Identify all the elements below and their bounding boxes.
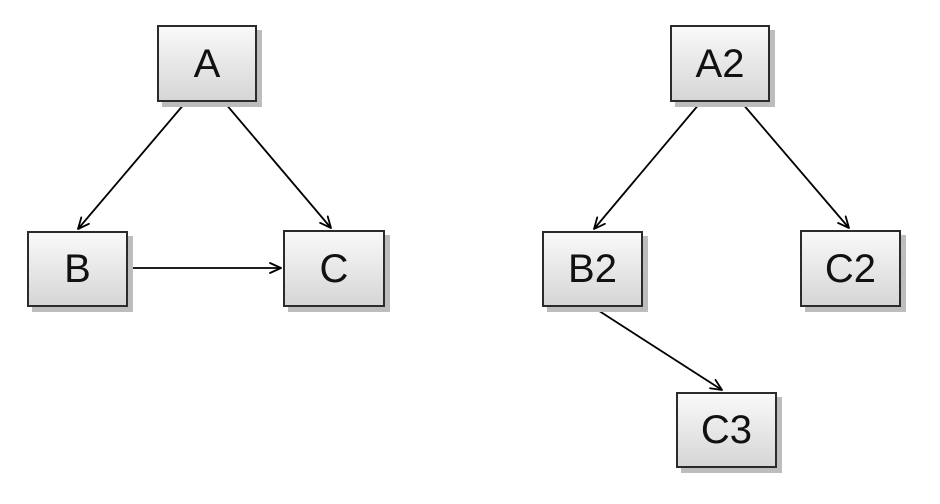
edge-A2-to-C2 (741, 102, 850, 229)
edge-A-to-C (224, 102, 332, 229)
edge-A-to-B (77, 102, 186, 230)
node-label-A2: A2 (695, 41, 745, 86)
edge-B2-to-C3 (592, 306, 723, 391)
edges-group (77, 102, 850, 391)
edge-A2-to-B2 (593, 102, 701, 230)
node-label-A: A (193, 41, 221, 86)
node-label-C: C (319, 246, 349, 291)
node-label-B2: B2 (568, 247, 617, 291)
node-A2[interactable]: A2 (670, 25, 770, 102)
node-B2[interactable]: B2 (542, 231, 643, 307)
node-A[interactable]: A (157, 25, 257, 102)
node-label-C2: C2 (824, 246, 877, 291)
node-C2[interactable]: C2 (800, 230, 901, 307)
node-label-C3: C3 (700, 408, 753, 452)
node-B[interactable]: B (27, 231, 128, 307)
node-label-B: B (64, 247, 91, 291)
node-C[interactable]: C (283, 230, 385, 307)
node-C3[interactable]: C3 (676, 392, 777, 468)
